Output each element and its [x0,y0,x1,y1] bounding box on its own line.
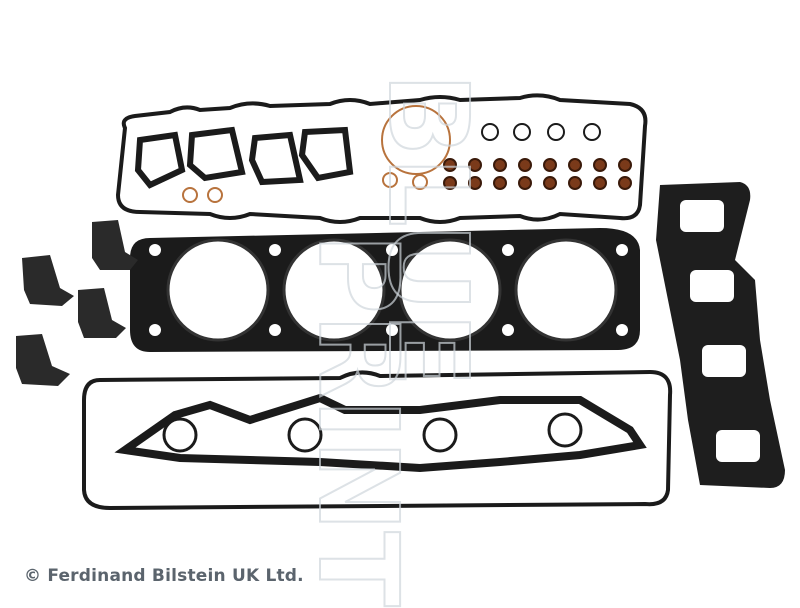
valve-stem-seal [468,176,482,190]
spark-plug-boot [78,288,126,338]
valve-stem-seal [568,176,582,190]
valve-stem-seal [493,158,507,172]
valve-stem-seal [543,158,557,172]
exhaust-manifold-gasket [656,182,785,488]
valve-stem-seal [518,176,532,190]
spark-plug-boot [22,255,74,306]
cylinder-head-gasket [130,228,640,352]
valve-stem-seal [468,158,482,172]
copper-washer [382,172,398,188]
bolt-hole [386,324,398,336]
copyright-text: © Ferdinand Bilstein UK Ltd. [24,566,304,586]
egr-gasket [248,131,304,186]
o-ring [381,105,451,175]
valve-stem-seal [443,176,457,190]
egr-gasket [298,126,354,182]
valve-stem-seal [568,158,582,172]
copper-washer [182,187,198,203]
bolt-hole [502,244,514,256]
valve-stem-seal [618,158,632,172]
valve-stem-seal [518,158,532,172]
bolt-hole [502,324,514,336]
oil-pan-gasket [82,369,673,511]
bolt-hole [269,324,281,336]
valve-stem-seal [493,176,507,190]
spark-plug-boot [92,220,138,270]
valve-stem-seal [543,176,557,190]
copper-washer [412,174,428,190]
valve-stem-seal [593,158,607,172]
valve-cover-gasket [115,93,648,224]
spark-plug-boot [16,334,70,386]
bolt-hole [386,244,398,256]
valve-stem-seal [593,176,607,190]
bolt-hole [269,244,281,256]
o-ring [481,123,499,141]
o-ring [583,123,601,141]
bolt-hole [616,244,628,256]
copper-washer [207,187,223,203]
bolt-hole [149,244,161,256]
bolt-hole [149,324,161,336]
egr-gasket [134,131,186,189]
bolt-hole [616,324,628,336]
intake-manifold-gasket [114,393,647,473]
o-ring [547,123,565,141]
o-ring [513,123,531,141]
egr-gasket [186,126,246,182]
valve-stem-seal [618,176,632,190]
valve-stem-seal [443,158,457,172]
